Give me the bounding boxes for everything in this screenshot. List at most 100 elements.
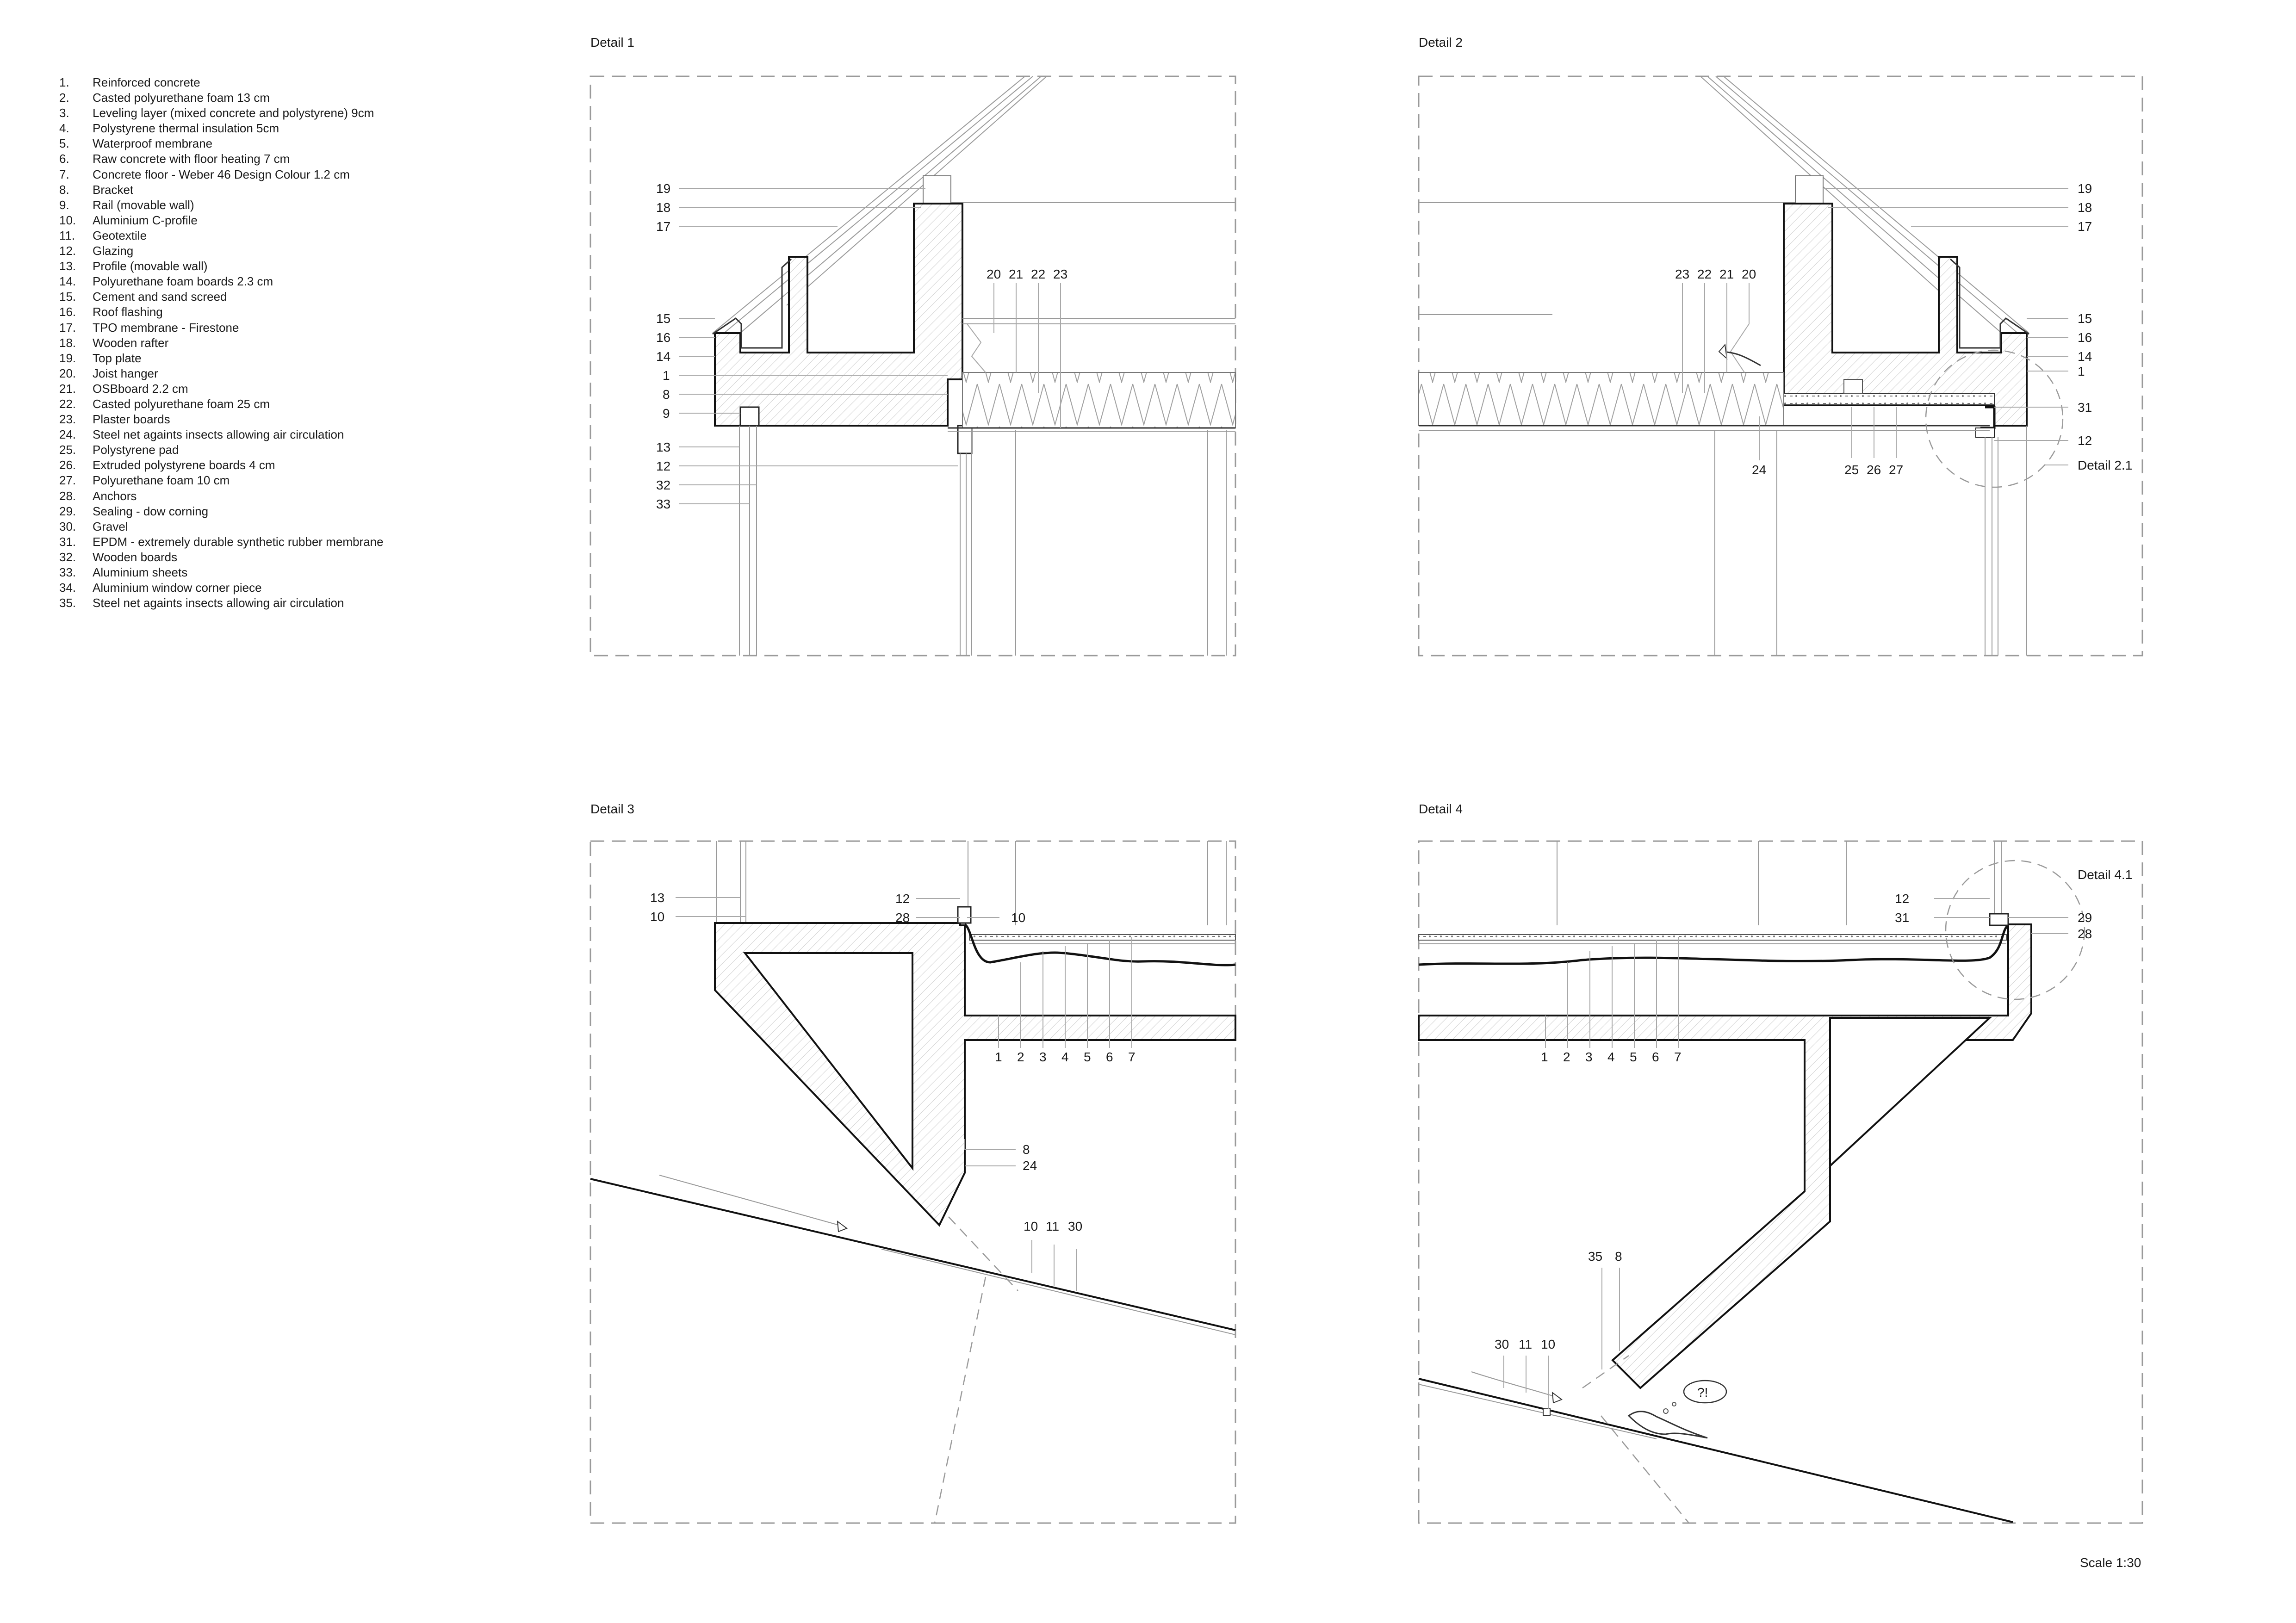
label-3: 3 [1039,1050,1047,1064]
legend-text: Wooden rafter [93,335,169,350]
label-17: 17 [656,219,670,234]
legend-number: 30. [59,519,76,533]
legend-text: Aluminium C-profile [93,213,198,227]
label-17: 17 [2078,219,2092,234]
legend-item: 19.Top plate [59,351,476,366]
label-8: 8 [1023,1142,1030,1157]
legend-text: Cement and sand screed [93,290,227,304]
legend-number: 34. [59,581,76,595]
legend-item: 10. Aluminium C-profile [59,213,476,228]
legend-text: Casted polyurethane foam 13 cm [93,91,270,105]
detail-3-frame [590,840,1236,1524]
detail-4: ?! 12 31 29 28 Detail 4.1 1 2 3 4 5 6 [1418,840,2143,1524]
detail-2-title: Detail 2 [1419,35,1463,50]
detail-4-frame [1418,840,2143,1524]
legend-number: 8. [59,182,69,197]
speech-bubble [1683,1380,1727,1404]
legend-number: 22. [59,396,76,411]
label-12: 12 [2078,434,2092,448]
label-27: 27 [1889,463,1903,477]
label-20: 20 [987,267,1001,281]
legend-text: Extruded polystyrene boards 4 cm [93,458,275,472]
label-1: 1 [663,368,670,383]
legend-number: 9. [59,198,69,212]
label-12: 12 [895,892,910,906]
legend-item: 16.Roof flashing [59,304,476,320]
label-23: 23 [1675,267,1689,281]
legend-item: 1.Reinforced concrete [59,75,476,90]
legend-text: Polystyrene thermal insulation 5cm [93,121,279,136]
detail-2-frame [1418,75,2143,657]
legend-number: 10. [59,213,76,227]
legend-text: Raw concrete with floor heating 7 cm [93,152,290,166]
detail-4-1-circle [1945,860,2085,1000]
label-33: 33 [656,497,670,511]
concrete-slab-strut-4 [1418,923,2032,1389]
legend-item: 3.Leveling layer (mixed concrete and pol… [59,105,476,121]
label-14: 14 [2078,349,2092,364]
legend-item: 17.TPO membrane - Firestone [59,320,476,335]
label-18: 18 [656,200,670,215]
legend-text: Waterproof membrane [93,136,213,151]
label-14: 14 [656,349,670,364]
legend-number: 11. [59,228,75,242]
legend-text: Casted polyurethane foam 25 cm [93,396,270,411]
legend-number: 24. [59,427,76,442]
label-28: 28 [2078,927,2092,941]
label-2: 2 [1563,1050,1570,1064]
legend-item: 11.Geotextile [59,228,476,243]
legend-item: 6.Raw concrete with floor heating 7 cm [59,151,476,167]
label-10: 10 [1541,1337,1555,1351]
legend-item: 23.Plaster boards [59,412,476,427]
label-10: 10 [650,910,664,924]
legend-text: OSBboard 2.2 cm [93,381,188,396]
legend-text: TPO membrane - Firestone [93,320,239,335]
legend-item: 15.Cement and sand screed [59,289,476,304]
detail-4-title: Detail 4 [1419,802,1463,816]
legend-number: 18. [59,335,76,350]
label-1: 1 [1541,1050,1548,1064]
legend-text: Joist hanger [93,366,158,380]
detail-2: 19 18 17 15 16 14 1 31 12 Detail 2.1 23 … [1418,75,2143,657]
label-26: 26 [1867,463,1881,477]
label-25: 25 [1844,463,1859,477]
legend-item: 27.Polyurethane foam 10 cm [59,473,476,488]
legend-item: 7.Concrete floor - Weber 46 Design Colou… [59,167,476,182]
legend-item: 28.Anchors [59,489,476,504]
legend-number: 35. [59,596,76,610]
legend-item: 29.Sealing - dow corning [59,504,476,519]
bracket-void-3 [743,952,913,1171]
legend-number: 33. [59,565,76,579]
label-16: 16 [2078,330,2092,345]
label-23: 23 [1053,267,1067,281]
legend-text: Aluminium window corner piece [93,581,262,595]
legend-number: 13. [59,259,76,273]
label-19: 19 [2078,181,2092,196]
legend-number: 29. [59,504,76,518]
legend-number: 20. [59,366,76,380]
label-13: 13 [656,440,670,454]
label-15: 15 [2078,311,2092,326]
label-35: 35 [1588,1249,1602,1264]
label-18: 18 [2078,200,2092,215]
lizard-sketch [1627,1411,1708,1439]
legend-text: Reinforced concrete [93,75,200,89]
label-24: 24 [1023,1158,1037,1173]
label-8: 8 [663,387,670,402]
legend-text: Top plate [93,351,142,365]
label-31: 31 [2078,400,2092,415]
legend-item: 4.Polystyrene thermal insulation 5cm [59,121,476,136]
label-29: 29 [2078,911,2092,925]
label-31: 31 [1895,911,1909,925]
label-16: 16 [656,330,670,345]
legend-text: Polyurethane foam 10 cm [93,473,230,488]
label-19: 19 [656,181,670,196]
legend-number: 31. [59,534,76,549]
label-22: 22 [1697,267,1712,281]
legend-text: Steel net againts insects allowing air c… [93,596,344,610]
label-7: 7 [1674,1050,1682,1064]
label-28: 28 [895,911,910,925]
legend-text: Plaster boards [93,412,170,427]
legend-text: Anchors [93,489,137,503]
